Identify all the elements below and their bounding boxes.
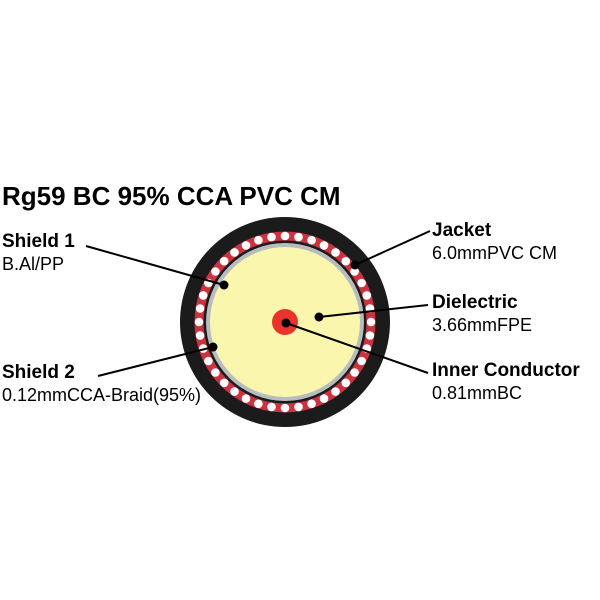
- braid-wire-dot: [195, 331, 205, 340]
- callout-inner-conductor: Inner Conductor 0.81mmBC: [432, 360, 580, 404]
- braid-wire-dot: [331, 387, 340, 396]
- callout-inner-conductor-name: Inner Conductor: [432, 360, 580, 381]
- braid-wire-dot: [254, 235, 263, 245]
- callout-dielectric: Dielectric 3.66mmFPE: [432, 292, 532, 336]
- braid-wire-dot: [230, 248, 239, 257]
- leader-inner-conductor-line: [285, 322, 429, 374]
- braid-wire-dot: [366, 317, 376, 327]
- braid-wire-dot: [280, 231, 290, 241]
- leader-jacket-line: [354, 230, 431, 266]
- braid-wire-dot: [267, 402, 276, 412]
- braid-wire-dot: [241, 394, 251, 403]
- braid-wire-dot: [341, 256, 351, 266]
- braid-wire-dot: [194, 317, 204, 327]
- leader-inner-conductor-dot: [281, 318, 291, 328]
- braid-wire-dot: [198, 291, 208, 300]
- callout-dielectric-value: 3.66mmFPE: [432, 315, 533, 335]
- leader-shield2-line: [97, 346, 214, 377]
- diagram-title: Rg59 BC 95% CCA PVC CM: [2, 181, 341, 211]
- braid-wire-dot: [195, 304, 205, 313]
- braid-wire-dot: [331, 248, 340, 257]
- callout-shield1-name: Shield 1: [2, 231, 75, 252]
- braid-wire-dot: [319, 394, 329, 403]
- leader-dielectric-dot: [314, 312, 324, 322]
- braid-wire-dot: [219, 378, 229, 388]
- braid-wire-dot: [357, 278, 366, 288]
- braid-wire-dot: [357, 356, 366, 366]
- braid-wire-dot: [341, 378, 351, 388]
- callout-inner-conductor-value: 0.81mmBC: [432, 383, 523, 403]
- callout-shield2-value: 0.12mmCCA-Braid(95%): [2, 385, 202, 405]
- braid-wire-dot: [280, 403, 290, 413]
- braid-wire-dot: [219, 256, 229, 266]
- callout-jacket-value: 6.0mmPVC CM: [432, 243, 558, 263]
- braid-wire-dot: [350, 368, 359, 377]
- braid-wire-dot: [362, 291, 372, 300]
- braid-wire-dot: [365, 331, 375, 340]
- callout-jacket: Jacket 6.0mmPVC CM: [432, 220, 557, 264]
- braid-wire-dot: [294, 402, 303, 412]
- callout-shield1: Shield 1 B.Al/PP: [2, 231, 75, 275]
- callout-shield2-name: Shield 2: [2, 362, 75, 383]
- leader-shield1-line: [85, 245, 225, 286]
- leader-shield2-dot: [208, 342, 218, 352]
- callout-shield2: Shield 2 0.12mmCCA-Braid(95%): [2, 362, 201, 406]
- braid-wire-dot: [307, 235, 316, 245]
- braid-wire-dot: [254, 399, 263, 409]
- braid-wire-dot: [307, 399, 316, 409]
- leader-dielectric-line: [318, 304, 429, 318]
- braid-wire-dot: [211, 368, 220, 377]
- callout-dielectric-name: Dielectric: [432, 292, 518, 313]
- callout-jacket-name: Jacket: [432, 220, 492, 241]
- braid-wire-dot: [241, 241, 251, 250]
- braid-wire-dot: [267, 232, 276, 242]
- leader-jacket-dot: [350, 260, 360, 270]
- callout-shield1-value: B.Al/PP: [2, 254, 65, 274]
- braid-wire-dot: [294, 232, 303, 242]
- braid-wire-dot: [204, 356, 213, 366]
- leader-shield1-dot: [219, 280, 229, 290]
- braid-wire-dot: [319, 241, 329, 250]
- braid-wire-dot: [230, 387, 239, 396]
- braid-wire-dot: [350, 267, 359, 276]
- braid-wire-dot: [211, 267, 220, 276]
